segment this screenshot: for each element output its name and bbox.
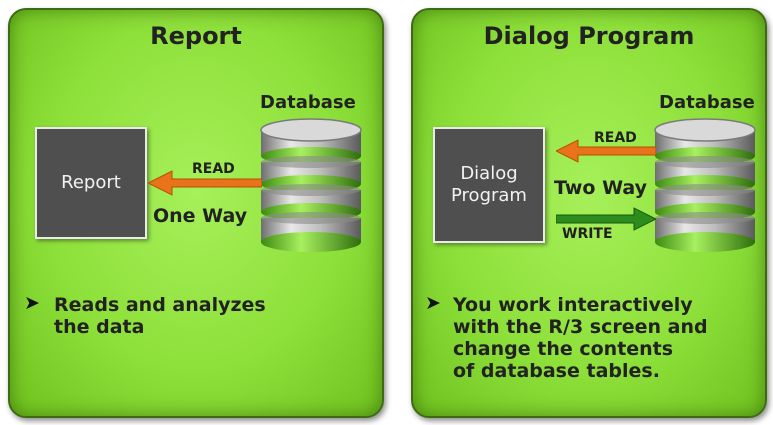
bullet-text: You work interactively with the R/3 scre… — [453, 294, 708, 382]
bullet-line: Reads and analyzes — [54, 294, 266, 316]
report-box: Report — [35, 127, 147, 239]
write-arrow-icon — [556, 207, 656, 231]
bullet-line: You work interactively — [453, 294, 693, 316]
bullet-arrow-icon: ➤ — [24, 292, 40, 314]
bullet-line: the data — [54, 316, 145, 338]
bullet-text: Reads and analyzes the data — [54, 294, 266, 338]
database-label: Database — [659, 92, 755, 113]
one-way-label: One Way — [153, 205, 248, 227]
panel-title-report: Report — [150, 22, 242, 50]
bullet-line: change the contents — [453, 338, 674, 360]
bullet-arrow-icon: ➤ — [425, 292, 441, 314]
dialog-program-panel: Dialog Program Database — [411, 8, 767, 418]
database-icon — [651, 118, 759, 258]
database-icon — [257, 118, 365, 258]
database-label: Database — [260, 92, 356, 113]
two-way-label: Two Way — [554, 177, 647, 199]
report-panel: Report Database — [8, 8, 384, 418]
read-arrow-icon — [148, 170, 262, 196]
bullet-line: of database tables. — [453, 360, 660, 382]
bullet-line: with the R/3 screen and — [453, 316, 708, 338]
write-label: WRITE — [562, 226, 613, 242]
box-line: Program — [451, 185, 527, 206]
read-label: READ — [594, 130, 637, 146]
dialog-program-box: Dialog Program — [433, 127, 545, 243]
read-label: READ — [192, 161, 235, 177]
panel-title-dialog: Dialog Program — [483, 22, 695, 50]
read-arrow-icon — [556, 139, 656, 163]
box-line: Dialog — [460, 162, 518, 184]
